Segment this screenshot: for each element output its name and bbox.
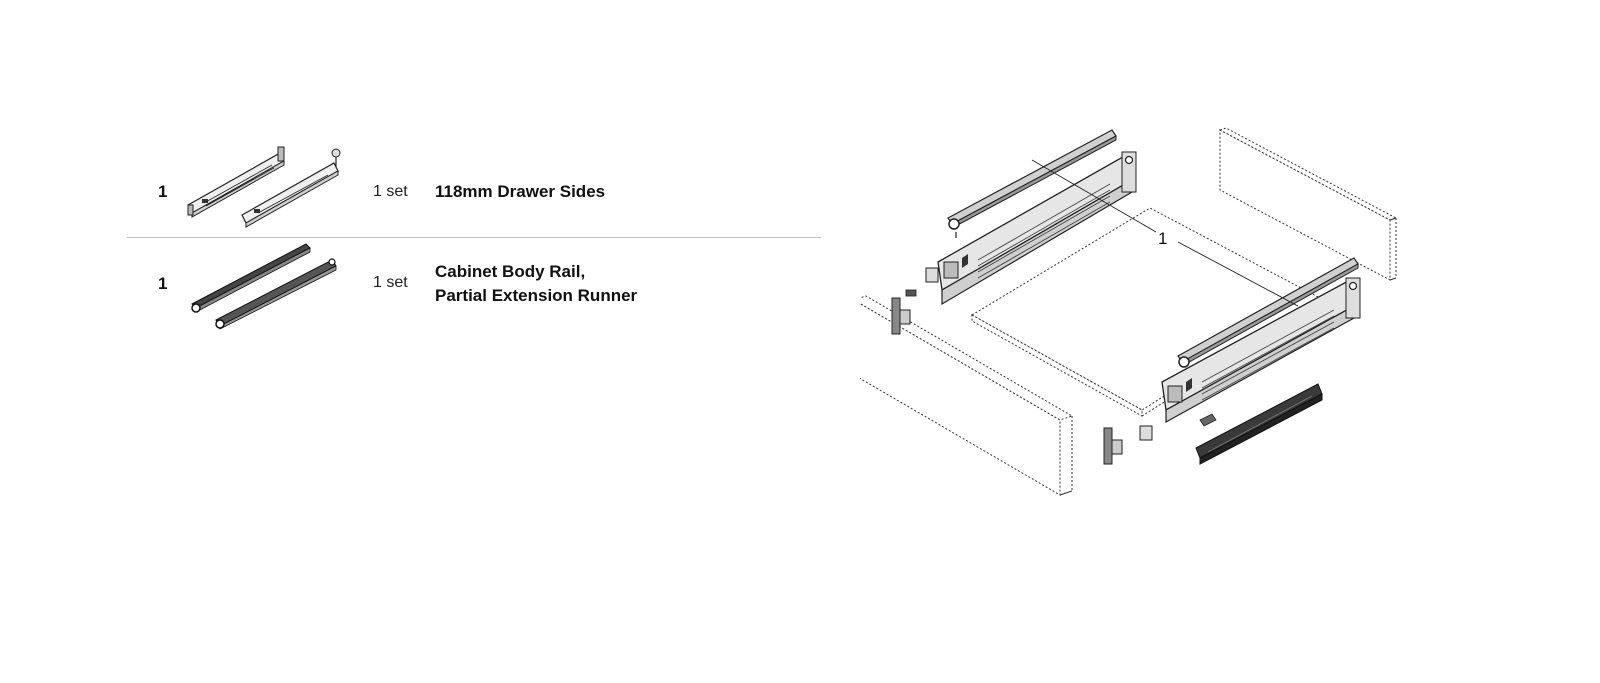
part-unit: 1 set bbox=[373, 183, 408, 200]
callout-leaders bbox=[1031, 159, 1299, 307]
part-description-line: Partial Extension Runner bbox=[435, 286, 638, 305]
soft-close-damper bbox=[1195, 383, 1323, 465]
part-description-line: Cabinet Body Rail, bbox=[435, 262, 586, 281]
parts-list: 1 1 set 118mm Drawer Sides 1 bbox=[127, 146, 821, 330]
callout-label: 1 bbox=[1158, 229, 1168, 248]
part-unit: 1 set bbox=[373, 274, 408, 291]
exploded-assembly-diagram bbox=[860, 127, 1398, 496]
front-panel bbox=[860, 295, 1074, 496]
part-quantity: 1 bbox=[158, 182, 168, 201]
left-runner-rail bbox=[947, 129, 1117, 238]
part-quantity: 1 bbox=[158, 274, 168, 293]
back-panel bbox=[1218, 127, 1398, 281]
row-divider bbox=[127, 237, 821, 238]
part-description-line: 118mm Drawer Sides bbox=[435, 182, 606, 201]
right-drawer-side bbox=[1161, 277, 1361, 424]
left-drawer-side bbox=[937, 151, 1137, 306]
part-description: Cabinet Body Rail, Partial Extension Run… bbox=[435, 260, 637, 308]
body-rail-thumbnail bbox=[191, 243, 337, 330]
part-description: 118mm Drawer Sides bbox=[435, 180, 605, 204]
drawer-sides-thumbnail bbox=[187, 146, 341, 228]
right-runner-rail bbox=[1177, 257, 1359, 368]
front-bracket-left bbox=[891, 267, 939, 335]
front-bracket-right bbox=[1103, 413, 1217, 465]
